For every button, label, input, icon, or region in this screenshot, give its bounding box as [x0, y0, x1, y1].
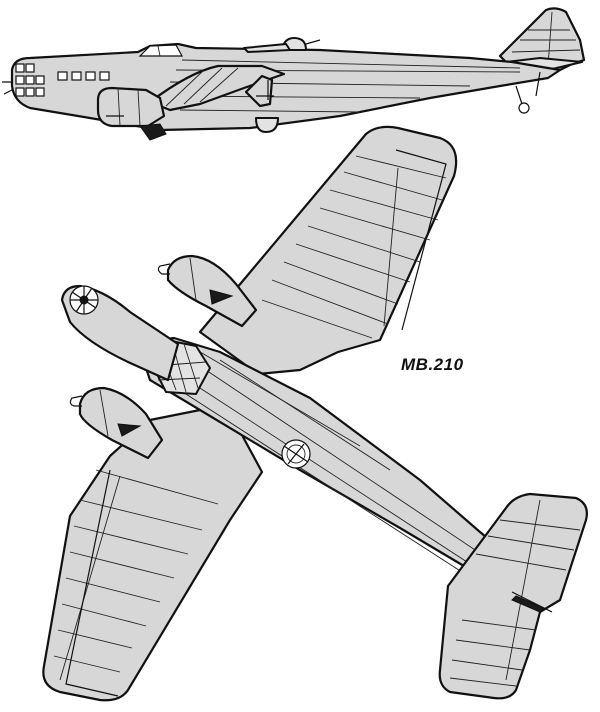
plan-view-nose-engine-icon	[69, 285, 99, 315]
plan-view-turret	[281, 439, 311, 469]
plan-view-upper-engine	[157, 254, 258, 328]
side-view-wing	[148, 64, 286, 112]
side-view	[2, 7, 586, 141]
plan-view	[42, 125, 588, 702]
side-view-fuselage	[10, 42, 562, 132]
plan-view-lower-wing	[42, 408, 264, 702]
side-view-engine-nacelle	[96, 86, 166, 128]
plan-view-lower-engine	[69, 386, 164, 460]
plan-view-upper-wing	[198, 125, 458, 376]
side-view-windows	[57, 71, 110, 81]
aircraft-designation-label: MB.210	[401, 355, 464, 374]
side-view-nose-glazing	[15, 63, 45, 97]
